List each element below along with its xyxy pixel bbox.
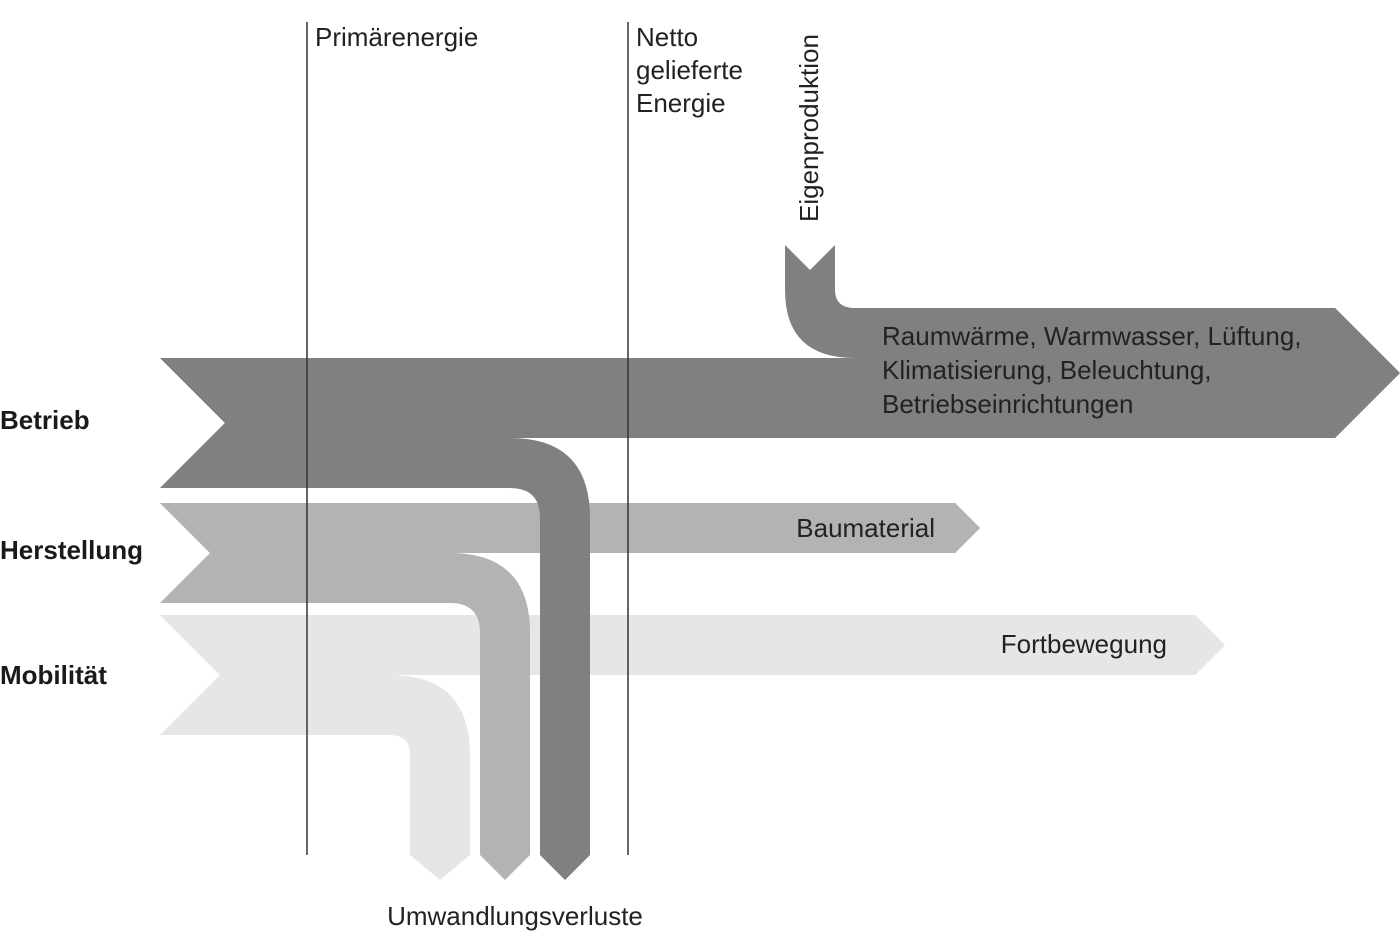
herstellung-output-label: Baumaterial xyxy=(796,513,935,543)
net-energy-label: Netto gelieferte Energie xyxy=(636,22,750,118)
betrieb-loss-branch xyxy=(160,438,590,880)
mobilitaet-output-label: Fortbewegung xyxy=(1001,629,1167,659)
mobilitaet-input-notch xyxy=(160,615,1225,675)
mobilitaet-loss-branch xyxy=(160,675,470,880)
primary-energy-label: Primärenergie xyxy=(315,22,478,52)
herstellung-loss-branch xyxy=(160,553,530,880)
category-betrieb: Betrieb xyxy=(0,405,90,435)
own-production-label: Eigenproduktion xyxy=(794,34,824,222)
category-herstellung: Herstellung xyxy=(0,535,143,565)
own-production-inflow xyxy=(785,245,1400,438)
category-mobilitaet: Mobilität xyxy=(0,660,107,690)
betrieb-input-notch xyxy=(160,358,860,488)
betrieb-output-label: Raumwärme, Warmwasser, Lüftung, Klimatis… xyxy=(882,321,1309,419)
conversion-losses-label: Umwandlungsverluste xyxy=(387,901,643,931)
